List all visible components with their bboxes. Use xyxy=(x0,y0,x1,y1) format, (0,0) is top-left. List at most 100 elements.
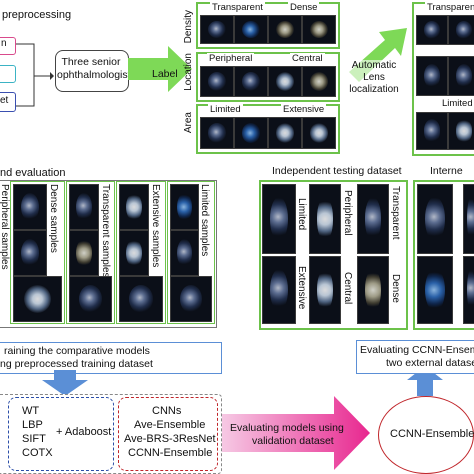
training-image-5 xyxy=(69,230,99,276)
area-image-3 xyxy=(268,117,302,149)
transparent-samples-label: Transparent samples xyxy=(100,184,111,278)
training-image-8 xyxy=(119,230,149,276)
location-image-4 xyxy=(302,66,336,97)
area-label: Area xyxy=(183,112,194,134)
independent-testing-title: Independent testing dataset xyxy=(272,165,402,177)
ccnn-ensemble-circle xyxy=(378,396,474,474)
localized-image-1 xyxy=(416,15,448,45)
density-image-2 xyxy=(234,15,268,44)
training-image-4 xyxy=(69,184,99,230)
location-image-1 xyxy=(200,66,234,97)
localized-image-4 xyxy=(448,56,474,96)
internal-image-4 xyxy=(463,256,474,324)
localized-image-6 xyxy=(448,112,474,150)
training-comparative-box xyxy=(0,342,222,374)
training-image-3 xyxy=(13,276,62,322)
preprocessing-connector xyxy=(16,43,54,107)
internal-image-2 xyxy=(417,256,453,324)
area-image-2 xyxy=(234,117,268,149)
label-arrow-text: Label xyxy=(152,68,178,80)
training-comparative-line2: ng preprocessed training dataset xyxy=(0,358,153,370)
training-image-12 xyxy=(170,276,212,322)
peripheral-samples-label: Peripheral samples xyxy=(0,184,10,270)
evaluating-models-line1: Evaluating models using xyxy=(230,422,344,434)
preprocessing-title: preprocessing xyxy=(2,9,72,21)
independent-image-1 xyxy=(262,184,296,254)
preprocessing-item-1: n xyxy=(1,38,7,49)
area-image-4 xyxy=(302,117,336,149)
external-evaluation-box xyxy=(356,340,474,374)
density-image-1 xyxy=(200,15,234,44)
training-image-6 xyxy=(69,276,112,322)
location-label: Location xyxy=(183,53,194,91)
preprocessing-box-3 xyxy=(0,92,16,112)
adaboost-label: + Adaboost xyxy=(56,426,112,438)
preprocessing-item-3: et xyxy=(0,95,9,106)
training-evaluation-title: nd evaluation xyxy=(0,167,66,179)
independent-image-3 xyxy=(357,184,389,254)
preprocessing-box-2 xyxy=(0,65,16,83)
peripheral-caption: Peripheral xyxy=(207,53,255,64)
internal-title: Interne xyxy=(430,165,463,177)
traditional-methods-box xyxy=(8,397,114,471)
training-image-7 xyxy=(119,184,149,230)
preprocessing-box-1 xyxy=(0,37,16,55)
dense-samples-label: Dense samples xyxy=(48,184,59,253)
central-caption: Central xyxy=(290,53,325,64)
density-image-4 xyxy=(302,15,336,44)
senior-ophthalmologists-box xyxy=(55,50,129,92)
independent-dense-label: Dense xyxy=(390,274,401,303)
ccnn-ensemble-label: CCNN-Ensemble xyxy=(390,428,474,440)
evaluating-models-line2: validation dataset xyxy=(252,435,334,447)
extensive-caption: Extensive xyxy=(281,104,327,115)
independent-transparent-label: Transparent xyxy=(390,186,401,240)
independent-central-label: Central xyxy=(342,272,353,305)
internal-image-1 xyxy=(417,184,453,254)
ave-ensemble-label: Ave-Ensemble xyxy=(134,419,206,431)
cnns-label: CNNs xyxy=(152,405,182,417)
limited-caption: Limited xyxy=(208,104,243,115)
external-evaluation-line2: two external datasets xyxy=(386,357,474,369)
ave-brs-3resnet-label: Ave-BRS-3ResNet xyxy=(124,433,216,445)
training-image-9 xyxy=(119,276,163,322)
localized-transparent-caption: Transparent xyxy=(425,2,474,13)
internal-image-3 xyxy=(463,184,474,254)
independent-image-4 xyxy=(262,256,296,324)
training-image-11 xyxy=(170,230,199,276)
training-image-1 xyxy=(13,184,47,230)
automatic-localization-label: Automatic Lens localization xyxy=(341,60,407,96)
independent-image-2 xyxy=(309,184,341,254)
external-evaluation-line1: Evaluating CCNN-Ensemble xyxy=(360,344,474,356)
independent-image-6 xyxy=(357,256,389,324)
density-label: Density xyxy=(183,10,194,44)
training-down-arrow xyxy=(42,370,88,396)
method-wt: WT xyxy=(22,405,40,417)
localized-limited-caption: Limited xyxy=(440,98,474,109)
method-lbp: LBP xyxy=(22,419,43,431)
training-image-2 xyxy=(13,230,47,276)
independent-image-5 xyxy=(309,256,341,324)
training-comparative-line1: raining the comparative models xyxy=(4,345,150,357)
density-image-3 xyxy=(268,15,302,44)
location-image-3 xyxy=(268,66,302,97)
localized-image-2 xyxy=(448,15,474,45)
transparent-caption: Transparent xyxy=(210,2,265,13)
evaluating-models-arrow xyxy=(222,396,370,470)
area-image-1 xyxy=(200,117,234,149)
localized-image-5 xyxy=(416,112,448,150)
ccnn-ensemble-method-label: CCNN-Ensemble xyxy=(128,447,213,459)
method-cotx: COTX xyxy=(22,447,53,459)
dense-caption: Dense xyxy=(288,2,320,13)
training-image-10 xyxy=(170,184,199,230)
independent-limited-label: Limited xyxy=(296,198,307,231)
cnn-methods-box xyxy=(118,397,218,471)
method-sift: SIFT xyxy=(22,433,46,445)
limited-samples-label: Limited samples xyxy=(199,184,210,257)
independent-extensive-label: Extensive xyxy=(296,266,307,310)
senior-ophthalmologists-label: Three senior ophthalmologists xyxy=(57,56,136,81)
localized-image-3 xyxy=(416,56,448,96)
label-arrow xyxy=(128,46,192,92)
location-image-2 xyxy=(234,66,268,97)
independent-peripheral-label: Peripheral xyxy=(342,190,353,236)
extensive-samples-label: Extensive samples xyxy=(150,184,161,268)
